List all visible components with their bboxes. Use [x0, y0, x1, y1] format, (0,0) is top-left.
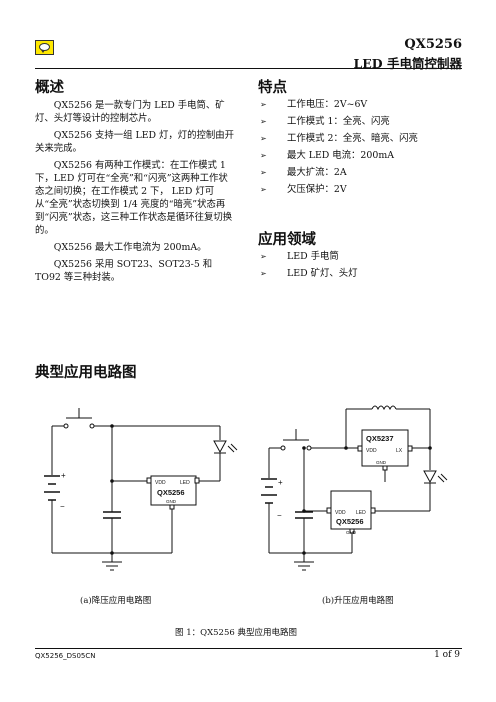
- features-heading: 特点: [258, 80, 287, 96]
- arrow-right-icon: ➢: [260, 100, 267, 109]
- boost-chip-label: QX5237: [366, 434, 394, 443]
- overview-heading: 概述: [35, 80, 64, 96]
- battery-plus-label: +: [61, 471, 66, 480]
- pin-vdd-label: VDD: [366, 448, 377, 454]
- arrow-right-icon: ➢: [260, 151, 267, 160]
- arrow-right-icon: ➢: [260, 117, 267, 126]
- overview-paragraph: QX5256 采用 SOT23、SOT23-5 和 TO92 等三种封装。: [35, 259, 213, 283]
- overview-paragraph: QX5256 最大工作电流为 200mA。: [53, 242, 207, 253]
- footer-divider: [35, 648, 462, 649]
- list-item: ➢欠压保护：2V: [260, 181, 460, 198]
- pin-vdd-label: VDD: [335, 510, 346, 516]
- pin-gnd-label: GND: [346, 530, 357, 535]
- battery-plus-label: +: [278, 478, 283, 487]
- list-item: ➢最大 LED 电流：200mA: [260, 147, 460, 164]
- chip-label: QX5256: [157, 488, 185, 497]
- list-item: ➢工作模式 2：全亮、暗亮、闪亮: [260, 130, 460, 147]
- header-divider: [35, 68, 462, 69]
- features-list: ➢工作电压：2V~6V ➢工作模式 1：全亮、闪亮 ➢工作模式 2：全亮、暗亮、…: [260, 96, 460, 198]
- list-item: ➢工作电压：2V~6V: [260, 96, 460, 113]
- pin-lx-label: LX: [396, 448, 403, 454]
- battery-minus-label: −: [277, 511, 282, 520]
- battery-minus-label: −: [60, 502, 65, 511]
- overview-paragraph: QX5256 是一款专门为 LED 手电筒、矿灯、头灯等设计的控制芯片。: [35, 100, 225, 124]
- overview-body: QX5256 是一款专门为 LED 手电筒、矿灯、头灯等设计的控制芯片。 QX5…: [35, 99, 235, 288]
- pin-gnd-label: GND: [166, 499, 177, 504]
- list-item: ➢LED 矿灯、头灯: [260, 265, 460, 282]
- overview-paragraph: QX5256 有两种工作模式：在工作模式 1 下，LED 灯可在“全亮”和“闪亮…: [35, 160, 233, 236]
- list-item: ➢工作模式 1：全亮、闪亮: [260, 113, 460, 130]
- pin-gnd-label: GND: [376, 460, 387, 465]
- arrow-right-icon: ➢: [260, 168, 267, 177]
- page-number: 1 of 9: [434, 650, 460, 660]
- arrow-right-icon: ➢: [260, 252, 267, 261]
- applications-heading: 应用领域: [258, 232, 316, 248]
- caption-buck: (a)降压应用电路图: [80, 596, 152, 606]
- arrow-right-icon: ➢: [260, 269, 267, 278]
- circuit-diagrams: + − + − VDD LED QX5256 GND QX5237 VDD LX…: [44, 405, 448, 571]
- arrow-right-icon: ➢: [260, 134, 267, 143]
- applications-list: ➢LED 手电筒 ➢LED 矿灯、头灯: [260, 248, 460, 282]
- pin-led-label: LED: [180, 480, 190, 486]
- pin-vdd-label: VDD: [155, 480, 166, 486]
- list-item: ➢LED 手电筒: [260, 248, 460, 265]
- overview-paragraph: QX5256 支持一组 LED 灯，灯的控制由开关来完成。: [35, 130, 235, 154]
- company-logo: [35, 40, 54, 55]
- chip-label: QX5256: [336, 517, 364, 526]
- circuits-heading: 典型应用电路图: [35, 365, 137, 381]
- pin-led-label: LED: [356, 510, 366, 516]
- product-subtitle: LED 手电筒控制器: [353, 56, 462, 71]
- figure-caption: 图 1：QX5256 典型应用电路图: [175, 628, 297, 638]
- doc-id: QX5256_DS05CN: [35, 652, 96, 660]
- arrow-right-icon: ➢: [260, 185, 267, 194]
- list-item: ➢最大扩流：2A: [260, 164, 460, 181]
- caption-boost: (b)升压应用电路图: [322, 596, 394, 606]
- model-title: QX5256: [404, 37, 462, 52]
